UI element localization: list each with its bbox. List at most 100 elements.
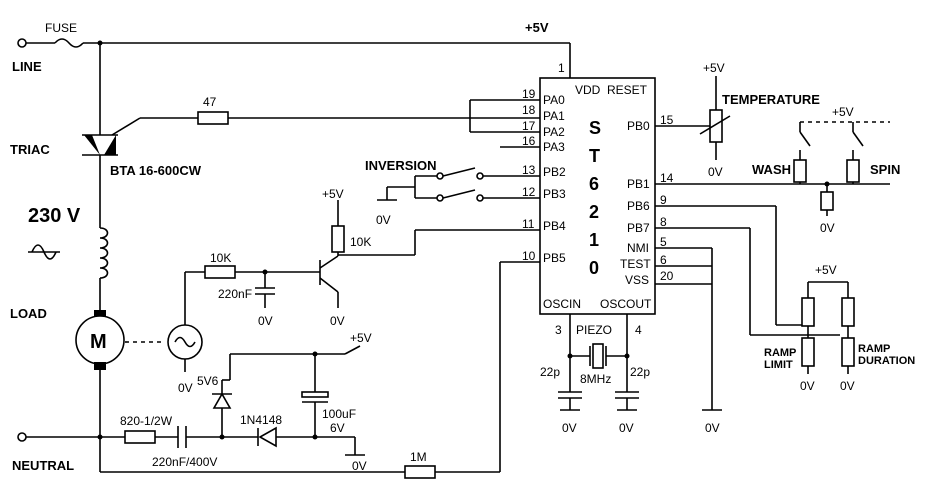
inversion-label: INVERSION [365,158,437,173]
v0-xb: 0V [619,421,634,435]
chip-left-pins: 19 PA0 18 PA1 17 PA2 16 PA3 13 PB2 12 PB… [522,87,566,265]
resistor-820-label: 820-1/2W [120,414,173,428]
plus5-sw-label: +5V [832,105,854,119]
svg-text:PB2: PB2 [543,165,566,179]
cap-22p-b-label: 22p [630,365,650,379]
ramp-duration-label-1: RAMP [858,343,890,355]
npn-transistor [319,250,339,308]
load-label: LOAD [10,306,47,321]
cap-100u [301,391,329,437]
chip-name: S T 6 2 1 0 [589,118,601,278]
svg-text:15: 15 [660,113,674,127]
svg-text:PB6: PB6 [627,199,650,213]
chip-right-pins: PB0 15 PB1 14 PB6 9 PB7 8 NMI 5 TEST 6 V… [620,113,674,287]
pin4-label: 4 [635,323,642,337]
zener-label: 5V6 [197,374,219,388]
zener-diode [212,380,232,409]
svg-text:13: 13 [522,163,536,177]
triac-label: TRIAC [10,142,50,157]
svg-text:5: 5 [660,235,667,249]
v0-sense: 0V [178,381,193,395]
svg-text:TEST: TEST [620,257,651,271]
svg-text:PA2: PA2 [543,125,565,139]
svg-text:20: 20 [660,269,674,283]
spin-label: SPIN [870,162,900,177]
v0-nmi: 0V [705,421,720,435]
v0-wash: 0V [820,221,835,235]
svg-text:PB3: PB3 [543,187,566,201]
neutral-label: NEUTRAL [12,458,74,473]
diode-1n4148-label: 1N4148 [240,413,282,427]
plus5-transistor-label: +5V [322,187,344,201]
neutral-terminal [17,432,27,442]
cap-100u-label: 100uF [322,407,356,421]
temperature-label: TEMPERATURE [722,92,820,107]
v0-inv: 0V [376,213,391,227]
triac-part-label: BTA 16-600CW [110,163,202,178]
cap-22p-a-label: 22p [540,365,560,379]
plus5-ramp-label: +5V [815,263,837,277]
ramp-limit-label-2: LIMIT [764,359,793,371]
svg-text:10: 10 [522,249,536,263]
st6210-chip [539,77,656,315]
voltage-label: 230 V [28,205,81,227]
svg-text:0: 0 [589,258,599,278]
spin-resistor [846,159,860,183]
v0-temp: 0V [708,165,723,179]
cap-220n400-label: 220nF/400V [152,455,217,469]
svg-text:2: 2 [589,202,599,222]
svg-text:1: 1 [589,230,599,250]
line-label: LINE [12,59,42,74]
motor-symbol: M [75,310,125,472]
svg-text:VSS: VSS [625,273,649,287]
svg-text:19: 19 [522,87,536,101]
svg-text:16: 16 [522,134,536,148]
ramp-duration-pot-upper [841,297,855,327]
triac-symbol [82,117,141,228]
xtal-label: 8MHz [580,372,611,386]
resistor-10k-a-label: 10K [210,251,231,265]
v0-xa: 0V [562,421,577,435]
v0-cap: 0V [258,314,273,328]
resistor-47 [197,111,229,125]
plus5-cap-label: +5V [350,331,372,345]
ramp-duration-label-2: DURATION [858,355,915,367]
ramp-duration-pot-lower [841,337,855,367]
svg-text:14: 14 [660,171,674,185]
svg-text:6: 6 [589,174,599,194]
v0-ramp-a: 0V [800,379,815,393]
svg-text:PA0: PA0 [543,93,565,107]
svg-text:17: 17 [522,119,536,133]
svg-text:6: 6 [660,253,667,267]
fuse-label: FUSE [45,21,77,35]
oscin-label: OSCIN [543,297,581,311]
svg-text:NMI: NMI [627,241,649,255]
cap-6v-label: 6V [330,421,345,435]
svg-text:9: 9 [660,193,667,207]
svg-text:8: 8 [660,215,667,229]
oscout-label: OSCOUT [600,297,652,311]
pin1-label: 1 [558,61,565,75]
v0-ramp-b: 0V [840,379,855,393]
crystal [570,343,627,369]
line-terminal [17,38,55,48]
svg-text:11: 11 [522,217,535,231]
svg-text:PB4: PB4 [543,219,566,233]
reset-label: RESET [607,83,648,97]
resistor-47-label: 47 [203,95,217,109]
inversion-switches [377,167,540,202]
svg-text:PA1: PA1 [543,109,565,123]
fuse [54,38,100,48]
wash-resistor [793,159,807,183]
svg-text:M: M [90,331,107,353]
supply-label: +5V [525,20,549,35]
diode-1n4148 [257,426,315,448]
ramp-limit-label-1: RAMP [764,347,796,359]
cap-220n-label: 220nF [218,287,252,301]
svg-text:PB0: PB0 [627,119,650,133]
svg-text:18: 18 [522,103,536,117]
v0-neutral: 0V [352,459,367,473]
ramp-limit-pot-upper [801,297,815,327]
resistor-1m-label: 1M [410,450,427,464]
resistor-10k-b [331,225,345,253]
